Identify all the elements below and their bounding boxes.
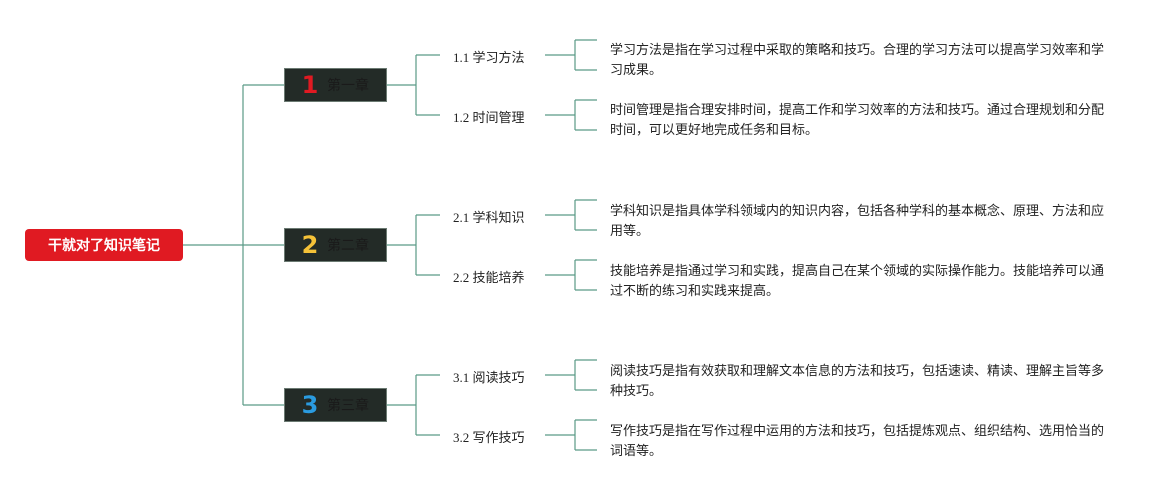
chapter-number-1: 1 — [301, 71, 319, 99]
chapter-label-2: 第二章 — [327, 238, 369, 254]
root-node[interactable]: 干就对了知识笔记 — [25, 229, 183, 261]
chapter-label-1: 第一章 — [327, 78, 369, 94]
desc-2-2: 技能培养是指通过学习和实践，提高自己在某个领域的实际操作能力。技能培养可以通过不… — [610, 264, 1105, 299]
root-label: 干就对了知识笔记 — [48, 238, 160, 254]
desc-1-1: 学习方法是指在学习过程中采取的策略和技巧。合理的学习方法可以提高学习效率和学习成… — [610, 43, 1105, 78]
section-node-1-2[interactable]: 1.2 时间管理 — [453, 107, 525, 126]
section-node-2-1[interactable]: 2.1 学科知识 — [453, 207, 525, 226]
chapter-node-3[interactable]: 3 第三章 — [284, 388, 387, 422]
section-node-3-1[interactable]: 3.1 阅读技巧 — [453, 367, 525, 386]
section-label: 3.1 阅读技巧 — [453, 370, 525, 385]
desc-3-1: 阅读技巧是指有效获取和理解文本信息的方法和技巧，包括速读、精读、理解主旨等多种技… — [610, 364, 1105, 399]
chapter-number-2: 2 — [301, 231, 319, 259]
section-node-1-1[interactable]: 1.1 学习方法 — [453, 47, 525, 66]
section-label: 1.1 学习方法 — [453, 50, 525, 65]
desc-1-2: 时间管理是指合理安排时间，提高工作和学习效率的方法和技巧。通过合理规划和分配时间… — [610, 103, 1105, 138]
section-label: 2.1 学科知识 — [453, 210, 525, 225]
desc-2-1: 学科知识是指具体学科领域内的知识内容，包括各种学科的基本概念、原理、方法和应用等… — [610, 204, 1105, 239]
chapter-label-3: 第三章 — [327, 398, 369, 414]
section-label: 2.2 技能培养 — [453, 270, 525, 285]
desc-3-2: 写作技巧是指在写作过程中运用的方法和技巧，包括提炼观点、组织结构、选用恰当的词语… — [610, 424, 1105, 459]
chapter-node-1[interactable]: 1 第一章 — [284, 68, 387, 102]
section-node-2-2[interactable]: 2.2 技能培养 — [453, 267, 525, 286]
section-label: 3.2 写作技巧 — [453, 430, 525, 445]
section-label: 1.2 时间管理 — [453, 110, 525, 125]
section-node-3-2[interactable]: 3.2 写作技巧 — [453, 427, 525, 446]
chapter-number-3: 3 — [301, 391, 319, 419]
chapter-node-2[interactable]: 2 第二章 — [284, 228, 387, 262]
